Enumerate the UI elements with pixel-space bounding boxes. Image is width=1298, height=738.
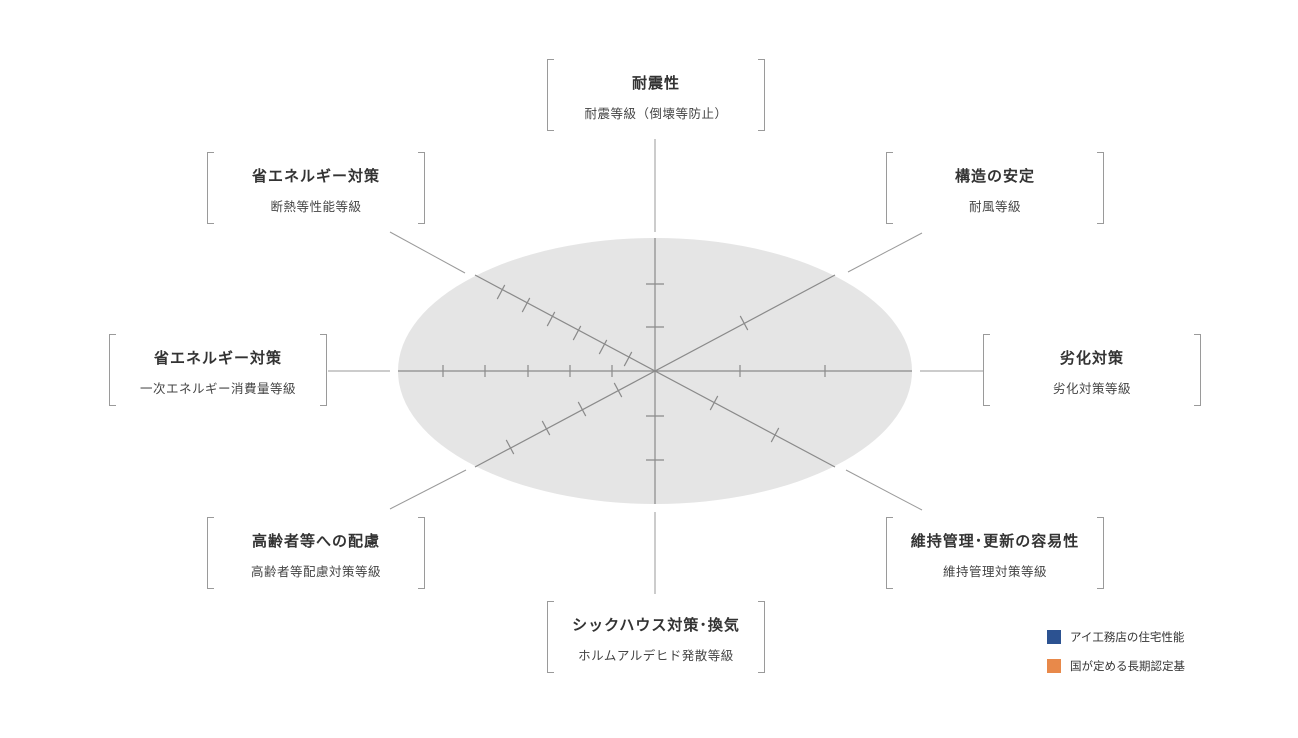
bracket-left: [983, 334, 990, 406]
category-subtitle: 一次エネルギー消費量等級: [139, 381, 296, 396]
tick-mark: [577, 401, 587, 417]
category-energy-saving-primary: 省エネルギー対策 一次エネルギー消費量等級: [109, 334, 327, 406]
connector-top-left: [389, 231, 466, 274]
tick-mark: [496, 284, 506, 300]
bracket-right: [1097, 152, 1104, 224]
category-subtitle: 劣化対策等級: [1052, 381, 1131, 396]
tick-mark: [770, 427, 780, 443]
tick-mark: [572, 325, 582, 341]
category-title: 高齢者等への配慮: [251, 532, 380, 550]
legend-label: アイ工務店の住宅性能: [1070, 630, 1185, 644]
tick-mark: [709, 395, 719, 411]
bracket-left: [886, 152, 893, 224]
category-subtitle: 耐風等級: [968, 199, 1021, 214]
category-deterioration-countermeasures: 劣化対策 劣化対策等級: [983, 334, 1201, 406]
category-subtitle: 断熱等性能等級: [270, 199, 362, 214]
legend-item-national-standard: 国が定める長期認定基: [1047, 657, 1185, 675]
bracket-right: [1194, 334, 1201, 406]
category-subtitle: 維持管理対策等級: [942, 564, 1047, 579]
category-title: シックハウス対策･換気: [572, 616, 740, 634]
radar-ticks: [442, 283, 826, 461]
category-energy-saving-insulation: 省エネルギー対策 断熱等性能等級: [207, 152, 425, 224]
category-subtitle: 耐震等級（倒壊等防止）: [584, 106, 728, 121]
legend: アイ工務店の住宅性能 国が定める長期認定基: [1047, 628, 1185, 686]
connector-top-right: [847, 232, 923, 273]
legend-item-ai-koumuten: アイ工務店の住宅性能: [1047, 628, 1185, 646]
legend-label: 国が定める長期認定基: [1070, 659, 1185, 673]
bracket-right: [418, 517, 425, 589]
tick-mark: [546, 311, 556, 327]
category-maintenance-ease: 維持管理･更新の容易性 維持管理対策等級: [886, 517, 1104, 589]
bracket-right: [1097, 517, 1104, 589]
category-title: 維持管理･更新の容易性: [910, 532, 1080, 550]
bracket-left: [207, 517, 214, 589]
connector-bottom-right: [845, 469, 923, 511]
category-sick-house-ventilation: シックハウス対策･換気 ホルムアルデヒド発散等級: [547, 601, 765, 673]
tick-mark: [739, 315, 749, 331]
bracket-left: [547, 601, 554, 673]
bracket-right: [418, 152, 425, 224]
tick-mark: [505, 439, 515, 455]
legend-swatch-blue: [1047, 630, 1061, 644]
category-subtitle: 高齢者等配慮対策等級: [250, 564, 381, 579]
tick-mark: [613, 382, 623, 398]
bracket-right: [758, 601, 765, 673]
category-structural-stability: 構造の安定 耐風等級: [886, 152, 1104, 224]
tick-mark: [623, 351, 633, 367]
category-elderly-consideration: 高齢者等への配慮 高齢者等配慮対策等級: [207, 517, 425, 589]
category-title: 省エネルギー対策: [251, 167, 380, 185]
bracket-left: [547, 59, 554, 131]
category-title: 耐震性: [631, 74, 680, 92]
bracket-left: [109, 334, 116, 406]
connector-bottom-left: [389, 469, 467, 510]
tick-mark: [541, 420, 551, 436]
bracket-left: [207, 152, 214, 224]
tick-mark: [598, 339, 608, 355]
axis-diagonal-asc: [474, 274, 836, 468]
category-title: 構造の安定: [954, 167, 1035, 185]
tick-mark: [521, 297, 531, 313]
label-connectors: [328, 139, 983, 594]
category-subtitle: ホルムアルデヒド発散等級: [578, 648, 734, 663]
legend-swatch-orange: [1047, 659, 1061, 673]
bracket-right: [758, 59, 765, 131]
category-seismic-resistance: 耐震性 耐震等級（倒壊等防止）: [547, 59, 765, 131]
category-title: 劣化対策: [1059, 349, 1124, 367]
bracket-right: [320, 334, 327, 406]
category-title: 省エネルギー対策: [153, 349, 282, 367]
bracket-left: [886, 517, 893, 589]
